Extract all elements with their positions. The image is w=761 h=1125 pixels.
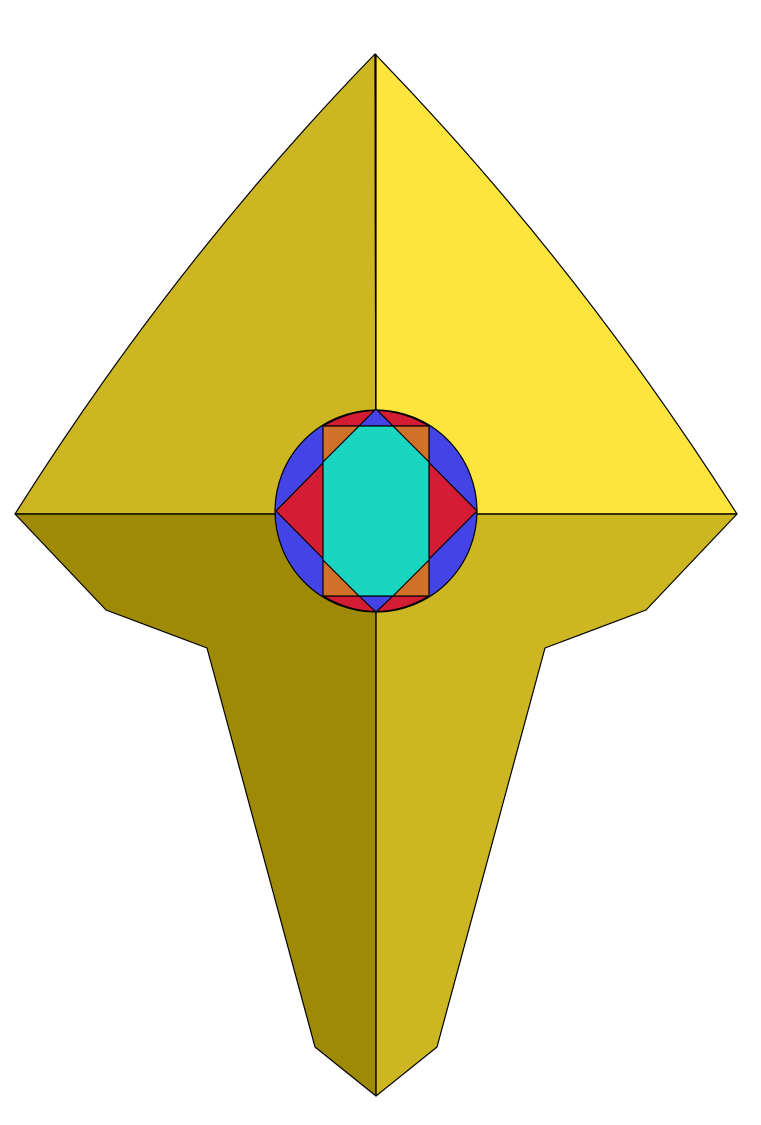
upper-left-facet xyxy=(14,53,377,515)
gem-center-octagon xyxy=(322,425,430,597)
lower-left-facet xyxy=(14,513,377,1097)
upper-right-facet xyxy=(374,53,738,515)
lower-right-facet xyxy=(375,513,738,1097)
